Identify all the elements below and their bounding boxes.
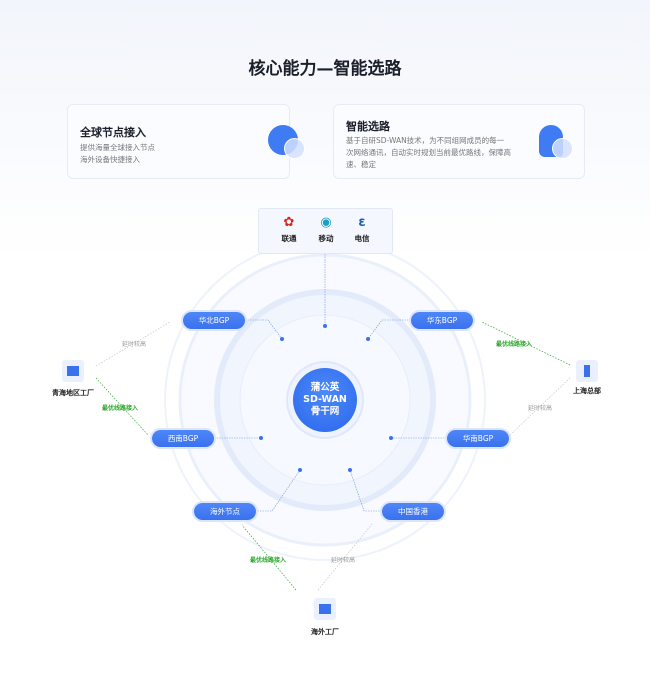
page-title: 核心能力—智能选路: [248, 59, 402, 79]
card-title: 全球节点接入: [80, 126, 146, 139]
latency-label: 延时较高: [122, 341, 147, 348]
unicom-logo-icon: ✿: [283, 215, 295, 230]
best-route-label: 最优线路接入: [102, 405, 139, 412]
card-title: 智能选路: [346, 120, 390, 133]
mobile-logo-icon: ◉: [320, 215, 332, 230]
factory-icon: [314, 598, 336, 620]
building-icon: [576, 360, 598, 382]
gear-icon: [552, 138, 573, 159]
site-qinghai: 青海地区工厂: [52, 389, 94, 397]
best-route-label: 最优线路接入: [496, 341, 533, 348]
site-overseas-factory: 海外工厂: [311, 628, 339, 636]
node-overseas[interactable]: 海外节点: [194, 503, 256, 520]
node-hongkong[interactable]: 中国香港: [382, 503, 444, 520]
node-icon: [284, 138, 305, 159]
card-desc: 提供海量全球接入节点海外设备快捷接入: [80, 143, 155, 164]
latency-label: 延时较高: [331, 557, 356, 564]
site-shanghai: 上海总部: [573, 387, 601, 395]
carrier-unicom: ✿联通: [274, 215, 304, 244]
best-route-label: 最优线路接入: [250, 557, 287, 564]
feature-card-global: 全球节点接入 提供海量全球接入节点海外设备快捷接入: [67, 104, 305, 179]
node-south-bgp[interactable]: 华南BGP: [447, 430, 509, 447]
node-east-bgp[interactable]: 华东BGP: [411, 312, 473, 329]
factory-icon: [62, 360, 84, 382]
carrier-mobile: ◉移动: [311, 215, 341, 244]
node-southwest-bgp[interactable]: 西南BGP: [152, 430, 214, 447]
feature-card-routing: 智能选路 基于自研SD-WAN技术，为不同组网成员的每一次网络通讯，自动实时规划…: [333, 104, 585, 179]
card-desc: 基于自研SD-WAN技术，为不同组网成员的每一次网络通讯，自动实时规划当前最优路…: [346, 136, 511, 169]
node-dots: [259, 324, 393, 472]
node-north-bgp[interactable]: 华北BGP: [183, 312, 245, 329]
telecom-logo-icon: ε: [358, 215, 366, 230]
latency-label: 延时较高: [528, 405, 553, 412]
